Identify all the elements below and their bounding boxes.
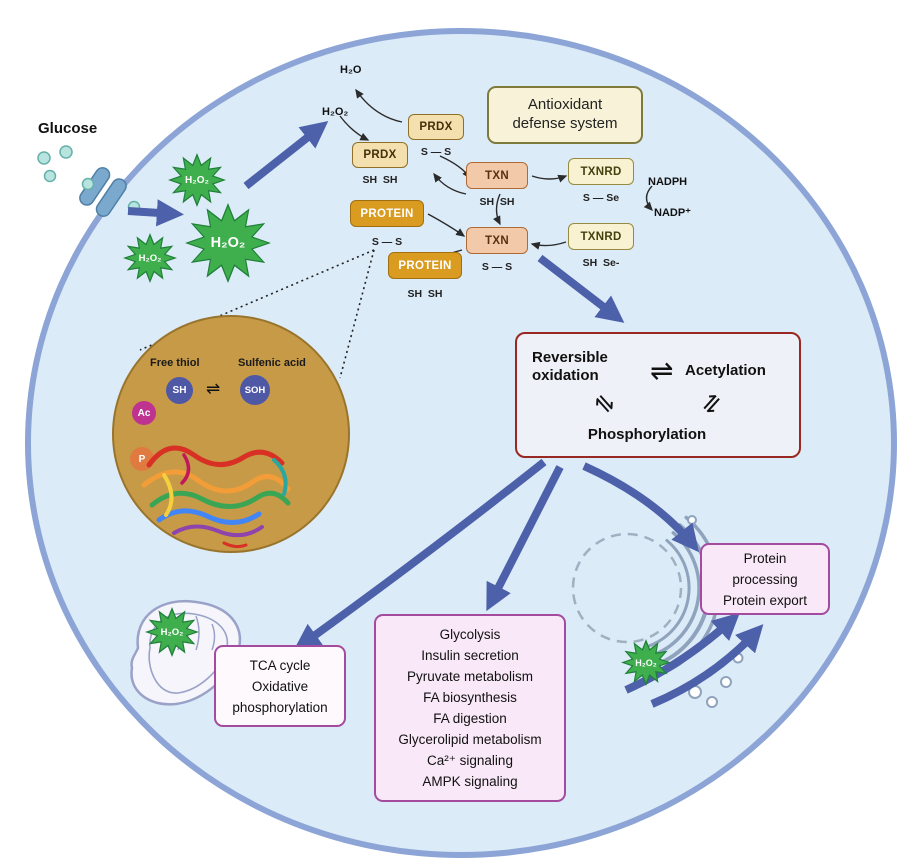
h2o2-star-large: H₂O₂	[185, 203, 271, 283]
acetyl-chip: Ac	[132, 401, 156, 425]
pathway-item: Glycolysis	[439, 627, 501, 642]
antioxidant-defense-box: Antioxidant defense system	[487, 86, 643, 144]
reversible-oxidation-label: Reversible oxidation	[532, 349, 608, 384]
protein-reduced: PROTEIN	[388, 252, 462, 279]
txnrd-sse-label: S — Se	[582, 192, 620, 204]
pathway-item: Ca²⁺ signaling	[427, 753, 513, 768]
protein-structure-inset: Free thiol Sulfenic acid SH ⇌ SOH Ac P	[112, 315, 350, 553]
protein-ss-label: S — S	[371, 236, 403, 248]
h2o2-label: H₂O₂	[322, 106, 349, 118]
txnrd-oxidized: TXNRD	[568, 158, 634, 185]
equilibrium-arrows-right: ⇌	[694, 387, 729, 421]
protein-processing-line1: Protein	[743, 550, 787, 566]
h2o2-star-mitochondria: H₂O₂	[145, 607, 199, 657]
acetylation-label: Acetylation	[685, 362, 766, 379]
tca-cycle-box: TCA cycle Oxidative phosphorylation	[214, 645, 346, 727]
h2o2-star: H₂O₂	[123, 233, 177, 283]
equilibrium-arrows: ⇌	[650, 355, 674, 386]
txn-reduced: TXN	[466, 162, 528, 189]
txn-ss-label: S — S	[481, 261, 513, 273]
protein-shsh-label: SH SH	[407, 288, 443, 300]
nadp-label: NADP⁺	[654, 207, 691, 219]
prdx-oxidized: PRDX	[408, 114, 464, 140]
prdx-shsh-label: SH SH	[362, 174, 398, 186]
tca-line1: TCA cycle	[249, 657, 311, 673]
sulfenic-acid-label: Sulfenic acid	[238, 357, 306, 369]
prdx-ss-label: S — S	[420, 146, 452, 158]
pathways-box: Glycolysis Insulin secretion Pyruvate me…	[374, 614, 566, 802]
tca-line3: phosphorylation	[232, 699, 328, 715]
txn-oxidized: TXN	[466, 227, 528, 254]
pathway-item: Glycerolipid metabolism	[398, 732, 542, 747]
txnrd-shse-label: SH Se-	[582, 257, 620, 269]
nadph-label: NADPH	[648, 176, 688, 188]
protein-processing-box: Protein processing Protein export	[700, 543, 830, 615]
free-thiol-label: Free thiol	[150, 357, 200, 369]
h2o2-star-golgi: H₂O₂	[621, 639, 671, 686]
antioxidant-line2: defense system	[512, 115, 618, 132]
pathway-item: Insulin secretion	[421, 648, 519, 663]
ptm-crosstalk-box: Reversible oxidation ⇌ Acetylation ⇌ ⇌ P…	[515, 332, 801, 458]
prdx-reduced: PRDX	[352, 142, 408, 168]
sh-thiol-chip: SH	[166, 377, 193, 404]
txnrd-reduced: TXNRD	[568, 223, 634, 250]
pathway-item: FA biosynthesis	[423, 690, 517, 705]
thiol-equilibrium-arrows: ⇌	[206, 379, 221, 398]
glucose-label: Glucose	[38, 120, 98, 137]
soh-sulfenic-chip: SOH	[240, 375, 270, 405]
protein-oxidized: PROTEIN	[350, 200, 424, 227]
protein-ribbon-structure	[141, 445, 291, 549]
pathway-item: FA digestion	[433, 711, 507, 726]
txn-shsh-label: SH SH	[479, 196, 515, 208]
protein-processing-line3: Protein export	[722, 592, 808, 608]
tca-line2: Oxidative	[251, 678, 309, 694]
protein-processing-line2: processing	[732, 571, 798, 587]
phosphorylation-label: Phosphorylation	[587, 426, 707, 443]
equilibrium-arrows-left: ⇌	[587, 387, 622, 421]
pathway-item: AMPK signaling	[422, 774, 518, 789]
pathway-item: Pyruvate metabolism	[406, 669, 534, 684]
antioxidant-line1: Antioxidant	[527, 96, 603, 114]
h2o2-star: H₂O₂	[168, 153, 226, 207]
h2o-label: H₂O	[340, 64, 362, 76]
